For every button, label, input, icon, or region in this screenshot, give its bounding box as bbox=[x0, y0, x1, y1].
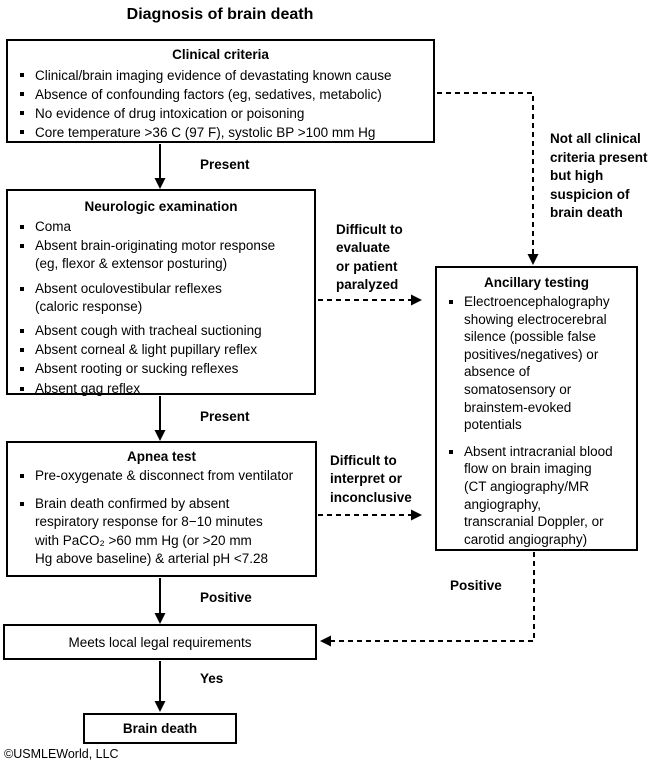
diagram-title: Diagnosis of brain death bbox=[126, 6, 314, 23]
apnea-test-box: Apnea test Pre-oxygenate & disconnect fr… bbox=[6, 441, 317, 577]
brain-death-label: Brain death bbox=[122, 721, 198, 736]
copyright-credit: ©USMLEWorld, LLC bbox=[4, 747, 119, 761]
bullet-item: Clinical/brain imaging evidence of devas… bbox=[20, 66, 429, 85]
edge-label-present-1: Present bbox=[200, 157, 250, 172]
edge-label-difficult-interpret: Difficult to interpret or inconclusive bbox=[330, 453, 412, 505]
edge-label-positive-apnea: Positive bbox=[200, 590, 252, 605]
apnea-test-list: Pre-oxygenate & disconnect from ventilat… bbox=[8, 467, 315, 569]
bullet-item: No evidence of drug intoxication or pois… bbox=[20, 104, 429, 123]
bullet-item: Absence of confounding factors (eg, seda… bbox=[20, 85, 429, 104]
edge-label-not-all-criteria: Not all clinical criteria present but hi… bbox=[550, 131, 648, 220]
ancillary-testing-list: Electroencephalography showing electroce… bbox=[437, 293, 636, 548]
bullet-item: Core temperature >36 C (97 F), systolic … bbox=[20, 123, 429, 142]
clinical-criteria-box: Clinical criteria Clinical/brain imaging… bbox=[6, 39, 435, 143]
bullet-item: Absent gag reflex bbox=[20, 380, 310, 398]
bullet-item: Electroencephalography showing electroce… bbox=[449, 293, 632, 434]
clinical-criteria-title: Clinical criteria bbox=[172, 47, 269, 62]
bullet-item: Pre-oxygenate & disconnect from ventilat… bbox=[20, 467, 311, 486]
clinical-criteria-list: Clinical/brain imaging evidence of devas… bbox=[8, 66, 433, 142]
neurologic-examination-title: Neurologic examination bbox=[84, 199, 238, 214]
bullet-item: Absent brain-originating motor response … bbox=[20, 237, 310, 273]
brain-death-box: Brain death bbox=[83, 713, 237, 744]
bullet-item: Absent rooting or sucking reflexes bbox=[20, 360, 310, 378]
bullet-item: Absent intracranial blood flow on brain … bbox=[449, 443, 632, 549]
ancillary-testing-title: Ancillary testing bbox=[483, 275, 590, 290]
edge-label-yes: Yes bbox=[200, 671, 224, 686]
bullet-item: Absent cough with tracheal suctioning bbox=[20, 322, 310, 340]
edge-label-positive-ancillary: Positive bbox=[450, 578, 502, 593]
ancillary-testing-box: Ancillary testing Electroencephalography… bbox=[435, 266, 638, 551]
bullet-item: Absent corneal & light pupillary reflex bbox=[20, 341, 310, 359]
legal-requirements-label: Meets local legal requirements bbox=[68, 634, 252, 650]
legal-requirements-box: Meets local legal requirements bbox=[3, 624, 317, 660]
apnea-test-title: Apnea test bbox=[126, 449, 197, 464]
dashed-arrow-ancillary-to-legal bbox=[320, 552, 535, 647]
edge-label-difficult-evaluate: Difficult to evaluate or patient paralyz… bbox=[336, 222, 403, 292]
dashed-arrow-clinical-to-ancillary bbox=[437, 92, 539, 265]
bullet-item: Brain death confirmed by absent respirat… bbox=[20, 495, 311, 569]
edge-label-present-2: Present bbox=[200, 409, 250, 424]
bullet-item: Absent oculovestibular reflexes (caloric… bbox=[20, 280, 310, 316]
bullet-item: Coma bbox=[20, 218, 310, 236]
